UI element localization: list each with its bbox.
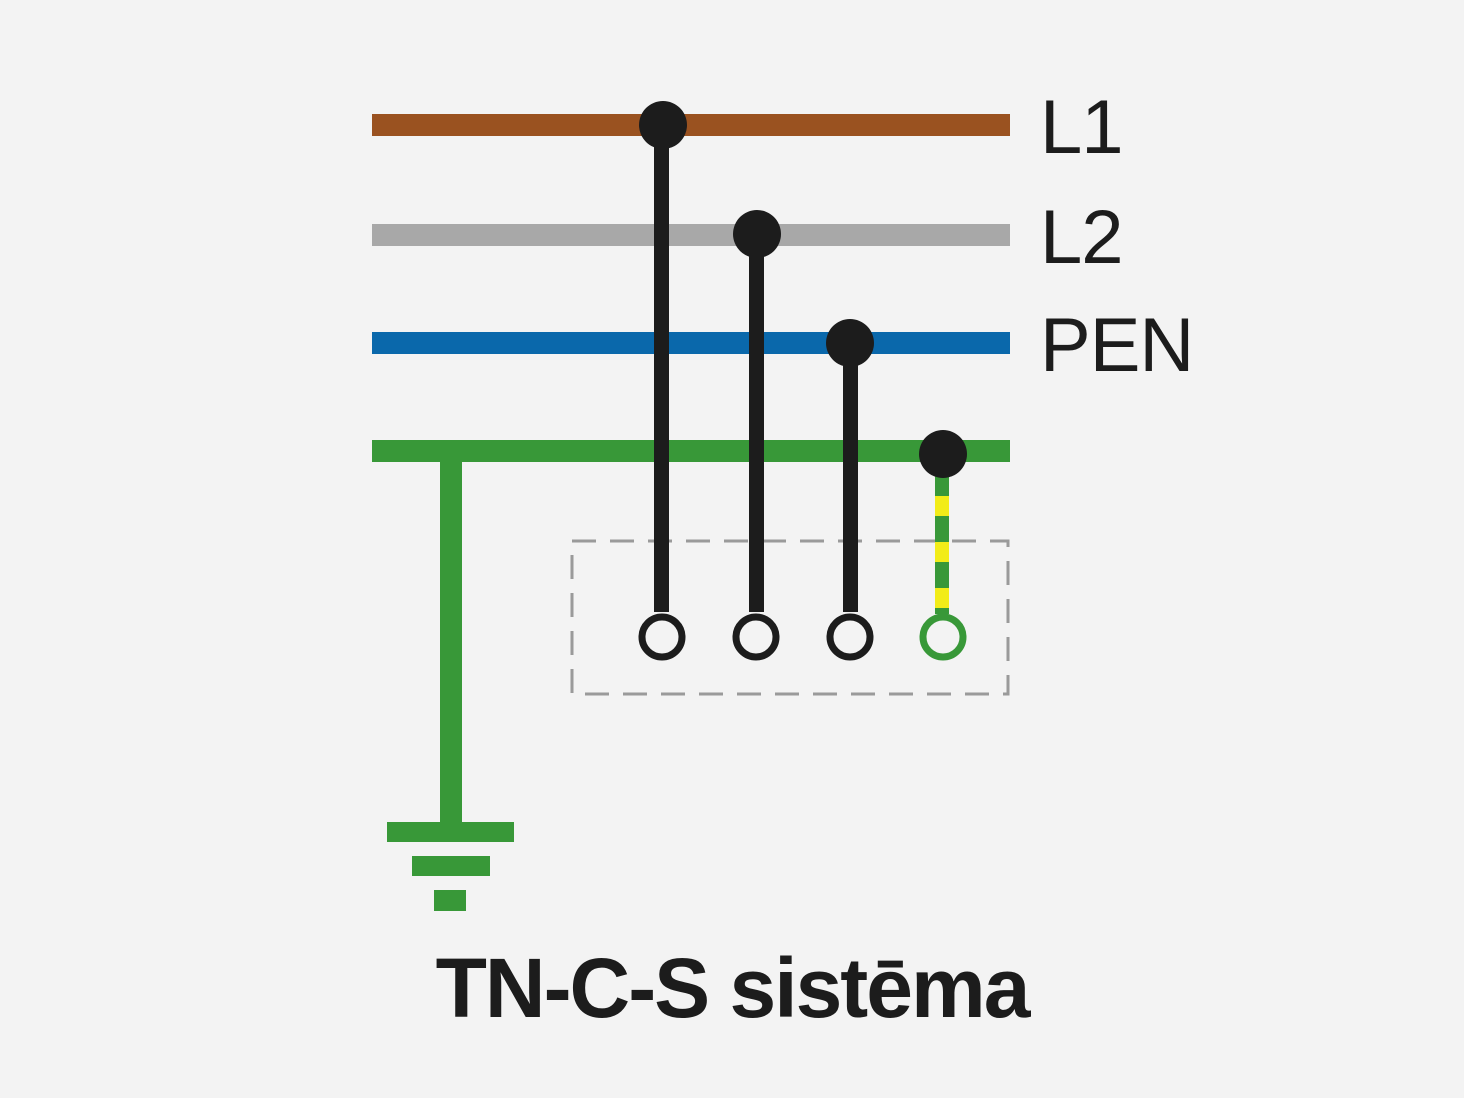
- label-l1: L1: [1040, 85, 1124, 170]
- bus-pen: [372, 332, 1010, 354]
- terminal-icon: [638, 613, 686, 661]
- junction-dot-icon: [733, 210, 781, 258]
- bus-l1: [372, 114, 1010, 136]
- bus-earth: [372, 440, 1010, 462]
- terminal-icon: [919, 613, 967, 661]
- drop-wire-pen: [843, 342, 858, 612]
- junction-dot-icon: [639, 101, 687, 149]
- pe-drop-wire: [935, 474, 949, 614]
- bus-l2: [372, 224, 1010, 246]
- junction-dot-icon: [826, 319, 874, 367]
- terminal-icon: [732, 613, 780, 661]
- junction-dot-icon: [919, 430, 967, 478]
- earth-ground-icon: [387, 822, 514, 911]
- drop-wire-l1: [654, 124, 669, 612]
- consumer-enclosure: [570, 539, 1010, 696]
- earth-drop-wire: [440, 450, 462, 822]
- label-l2: L2: [1040, 195, 1124, 280]
- terminal-icon: [826, 613, 874, 661]
- drop-wire-l2: [749, 234, 764, 612]
- diagram-title: TN-C-S sistēma: [435, 941, 1031, 1035]
- label-pen: PEN: [1040, 303, 1194, 388]
